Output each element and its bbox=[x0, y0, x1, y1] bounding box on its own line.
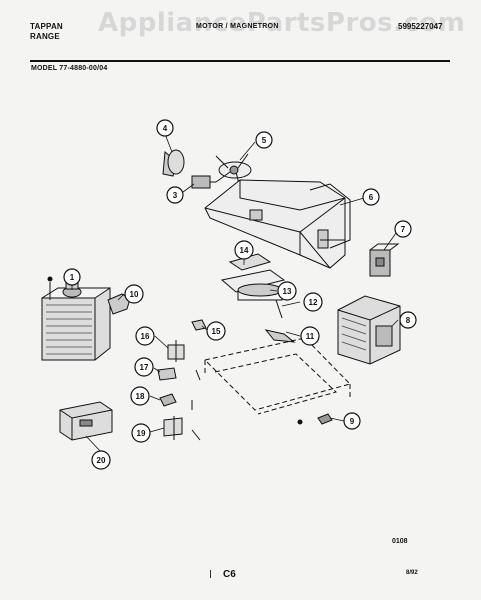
callout-19: 19 bbox=[131, 423, 151, 443]
svg-text:12: 12 bbox=[309, 298, 318, 307]
watermark: AppliancePartsPros.com bbox=[98, 8, 466, 38]
thermal-cutout-part bbox=[220, 253, 286, 301]
callout-5: 5 bbox=[255, 131, 273, 149]
callout-8: 8 bbox=[399, 311, 417, 329]
connector-part bbox=[107, 293, 131, 315]
interlock-switch-part bbox=[369, 243, 400, 277]
svg-text:14: 14 bbox=[240, 246, 249, 255]
page-code: C6 bbox=[223, 569, 236, 580]
callout-1: 1 bbox=[63, 268, 81, 286]
brand-header: TAPPAN RANGE bbox=[30, 22, 63, 42]
callout-labels: 1 2 3 4 5 6 7 8 9 10 11 12 13 14 15 16 1… bbox=[63, 119, 417, 470]
fan-motor-assembly bbox=[162, 149, 252, 189]
leader-lines bbox=[71, 133, 399, 453]
svg-text:8: 8 bbox=[406, 316, 411, 325]
callout-20: 20 bbox=[91, 450, 111, 470]
callout-4: 4 bbox=[156, 119, 174, 137]
callout-9: 9 bbox=[343, 412, 361, 430]
callout-16: 16 bbox=[135, 326, 155, 346]
transformer-part bbox=[337, 295, 401, 365]
svg-text:5: 5 bbox=[262, 136, 267, 145]
callout-7: 7 bbox=[394, 220, 412, 238]
svg-text:3: 3 bbox=[173, 191, 178, 200]
model-number: MODEL 77-4880-00/04 bbox=[31, 65, 108, 72]
magnetron-part bbox=[41, 276, 111, 361]
svg-text:7: 7 bbox=[401, 225, 406, 234]
svg-text:13: 13 bbox=[283, 287, 292, 296]
callout-17: 17 bbox=[134, 357, 154, 377]
svg-text:11: 11 bbox=[306, 332, 315, 341]
svg-text:1: 1 bbox=[70, 273, 75, 282]
svg-text:6: 6 bbox=[369, 193, 374, 202]
callout-11: 11 bbox=[300, 326, 320, 346]
svg-text:10: 10 bbox=[130, 290, 139, 299]
callout-14: 14 bbox=[234, 240, 254, 260]
svg-text:9: 9 bbox=[350, 417, 355, 426]
page-tick-mark bbox=[210, 570, 211, 578]
date-code: 8/92 bbox=[406, 570, 418, 576]
callout-10: 10 bbox=[124, 284, 144, 304]
brand-line1: TAPPAN bbox=[30, 22, 63, 31]
drawing-code: 0108 bbox=[392, 538, 408, 545]
svg-text:17: 17 bbox=[140, 363, 149, 372]
svg-text:15: 15 bbox=[212, 327, 221, 336]
svg-text:18: 18 bbox=[136, 392, 145, 401]
svg-text:4: 4 bbox=[163, 124, 168, 133]
callout-15: 15 bbox=[206, 321, 226, 341]
callout-13: 13 bbox=[277, 281, 297, 301]
base-plate-outline bbox=[204, 337, 351, 415]
callout-6: 6 bbox=[362, 188, 380, 206]
header-divider bbox=[30, 60, 450, 62]
brand-line2: RANGE bbox=[30, 32, 60, 41]
motor-bracket-part bbox=[204, 179, 351, 269]
control-module-part bbox=[59, 401, 113, 441]
svg-text:20: 20 bbox=[97, 456, 106, 465]
part-number: 5995227047 bbox=[398, 22, 443, 31]
callout-18: 18 bbox=[130, 386, 150, 406]
callout-3: 3 bbox=[166, 186, 184, 204]
callout-12: 12 bbox=[303, 292, 323, 312]
section-title: MOTOR / MAGNETRON bbox=[196, 23, 279, 30]
svg-text:19: 19 bbox=[137, 429, 146, 438]
svg-text:16: 16 bbox=[141, 332, 150, 341]
small-parts-group bbox=[157, 319, 207, 441]
